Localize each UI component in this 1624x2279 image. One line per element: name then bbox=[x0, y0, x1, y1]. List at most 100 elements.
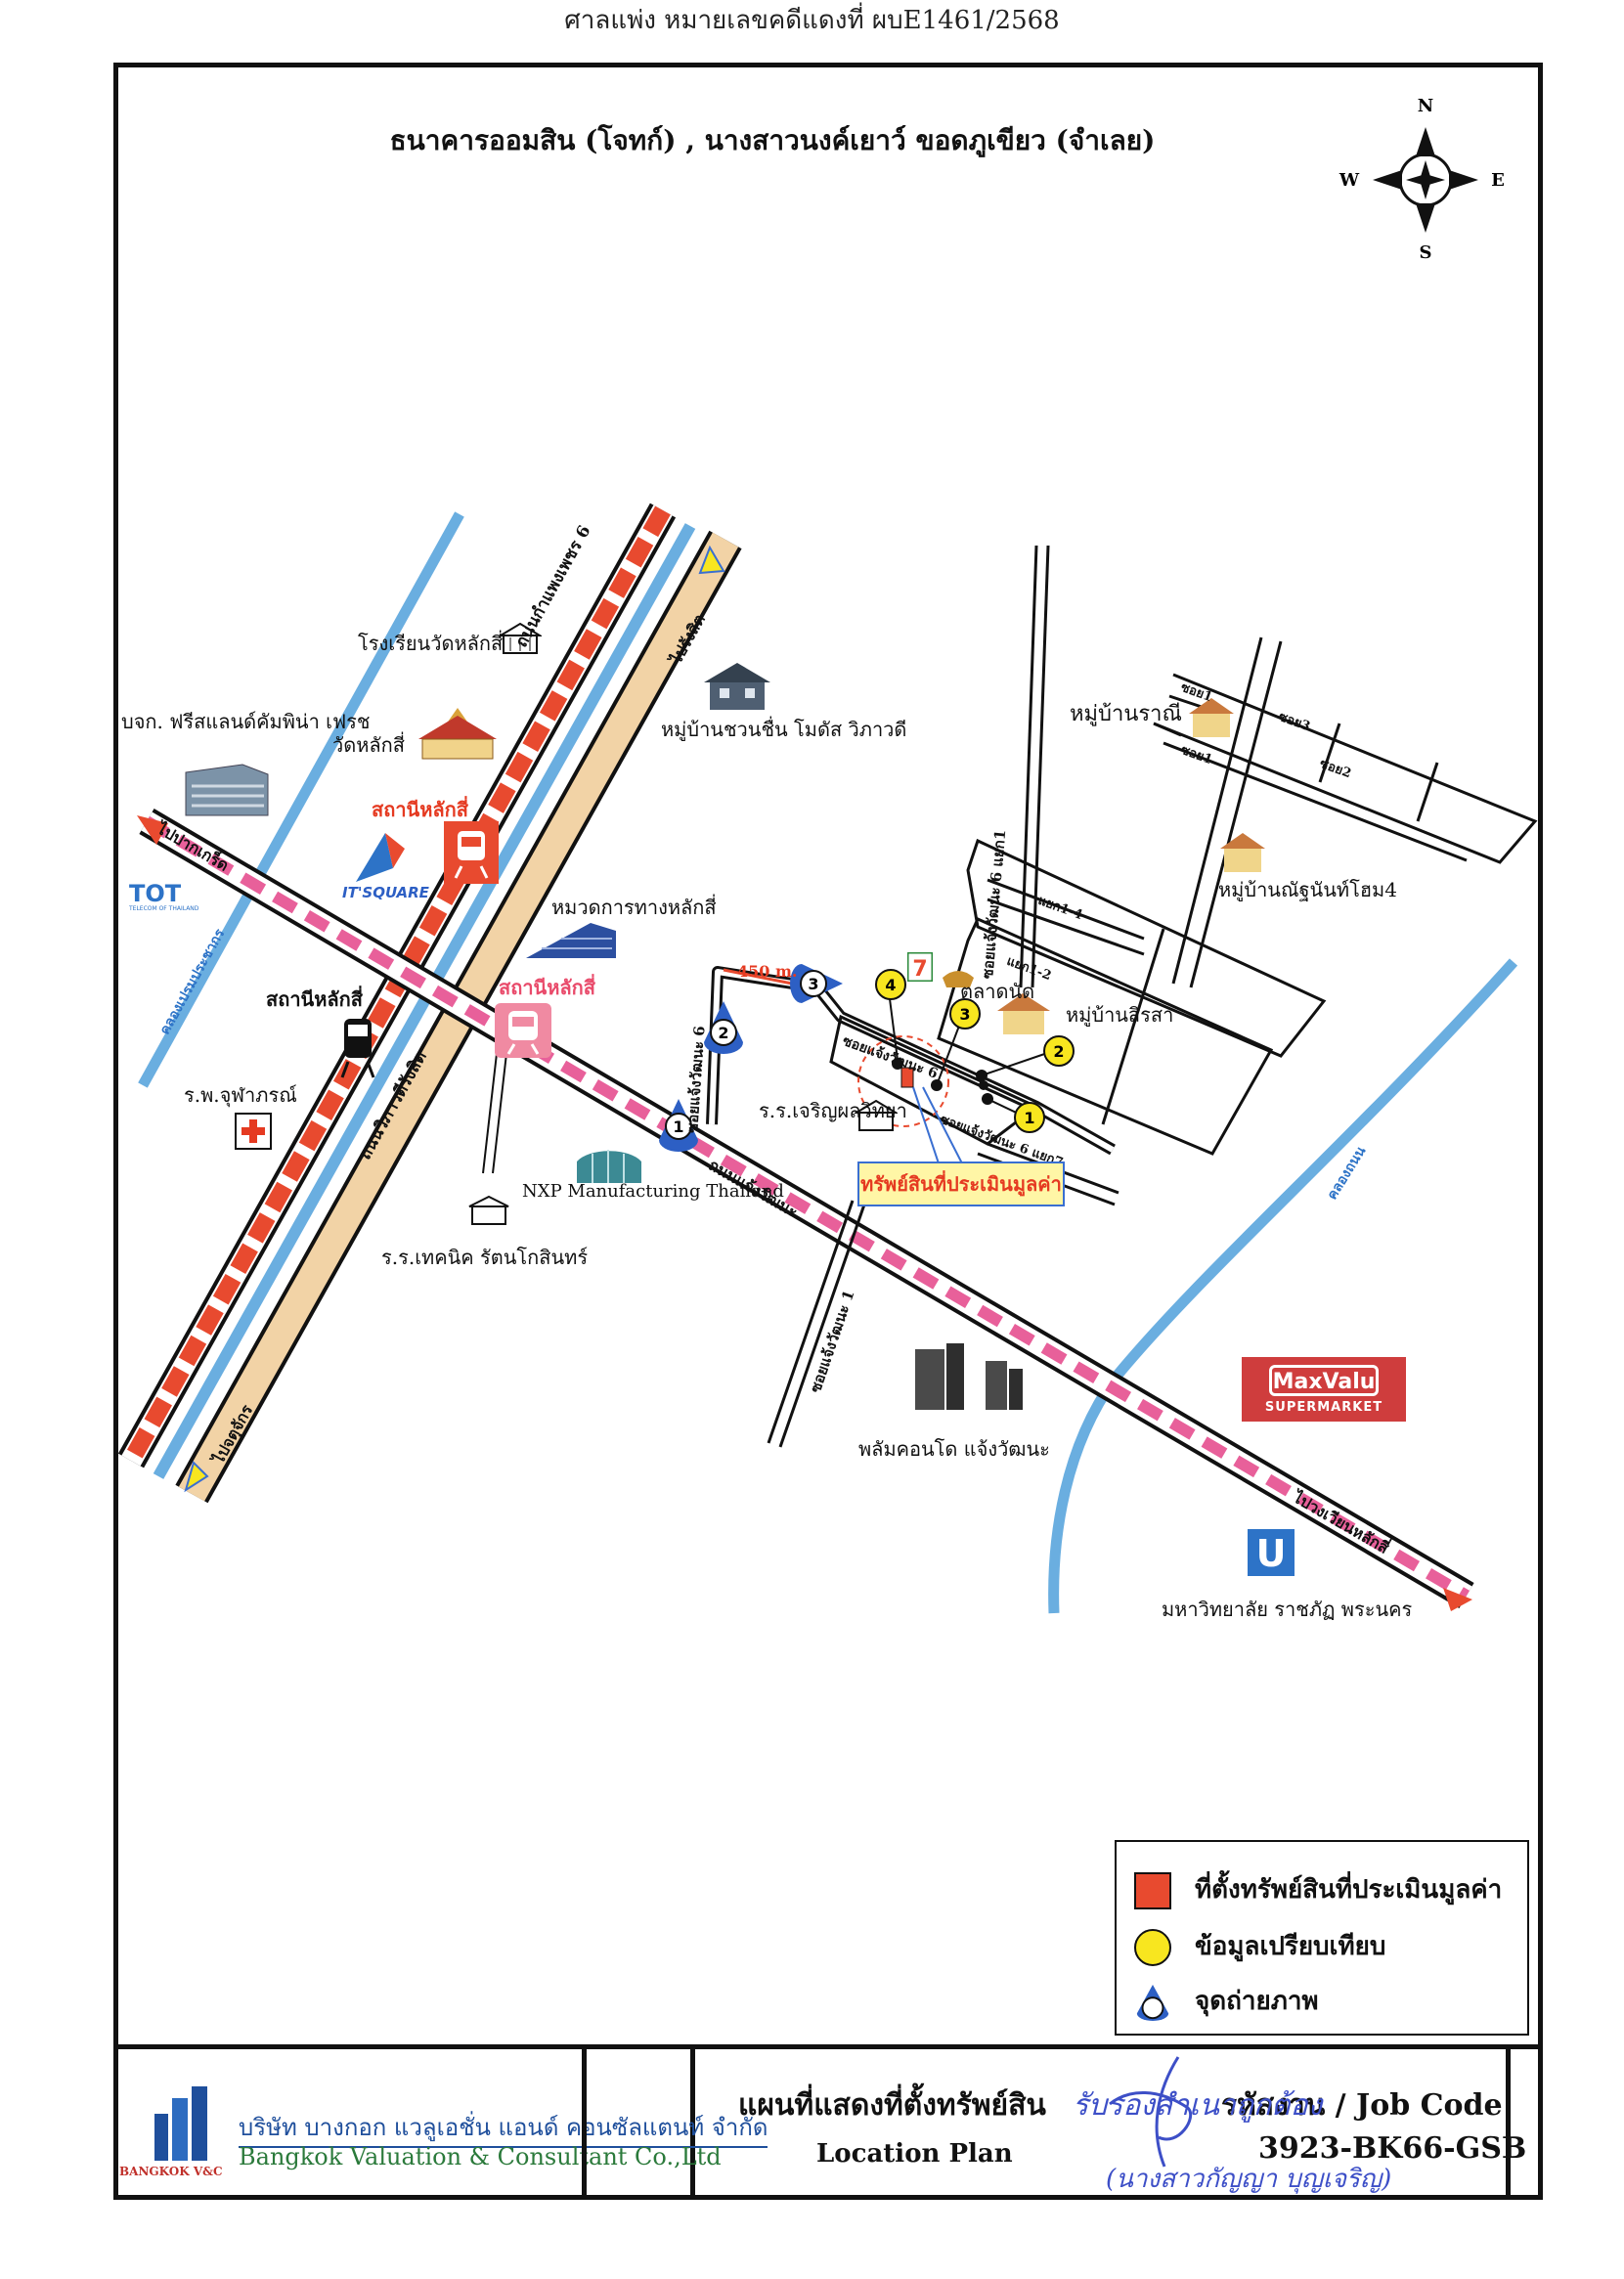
company-logo-text: BANGKOK V&C bbox=[119, 2165, 223, 2178]
label-school-wat-laksi: โรงเรียนวัดหลักสี่ bbox=[358, 632, 504, 655]
court-stamp: ศาลแพ่ง หมายเลขคดีแดงที่ ผบE1461/2568 bbox=[564, 6, 1060, 35]
label-tot: TOT bbox=[129, 880, 182, 907]
train-black-icon bbox=[340, 1019, 375, 1078]
label-wat-laksi: วัดหลักสี่ bbox=[332, 733, 405, 757]
train-station-pink-icon bbox=[495, 1003, 551, 1058]
company-name-th: บริษัท บางกอก แวลูเอชั่น แอนด์ คอนซัลแตน… bbox=[239, 2108, 768, 2148]
village-sirisa-icon bbox=[997, 993, 1050, 1034]
soi6-yaek1 bbox=[1019, 545, 1050, 988]
company-name-en: Bangkok Valuation & Consultant Co.,Ltd bbox=[239, 2143, 722, 2170]
svg-text:1: 1 bbox=[1024, 1109, 1034, 1127]
photo-point-3: 3 bbox=[790, 964, 843, 1003]
label-hospital: ร.พ.จุฬาภรณ์ bbox=[184, 1083, 297, 1107]
compass-icon bbox=[1373, 127, 1478, 233]
university-icon: U bbox=[1248, 1529, 1295, 1576]
village-house-icon bbox=[704, 663, 770, 710]
factory-building-icon bbox=[185, 764, 269, 816]
svg-text:1: 1 bbox=[673, 1118, 683, 1136]
label-village-nanthasom: หมู่บ้านณัฐนันท์โฮม4 bbox=[1218, 878, 1397, 901]
map-legend: ที่ตั้งทรัพย์สินที่ประเมินมูลค่า ข้อมูลเ… bbox=[1115, 1840, 1529, 2036]
footer-company: BANGKOK V&C บริษัท บางกอก แวลูเอชั่น แอน… bbox=[113, 2049, 768, 2200]
chaengwattana-road bbox=[139, 809, 1474, 1608]
compass-e: E bbox=[1491, 170, 1505, 191]
arrow-chatuchak-icon bbox=[184, 1461, 209, 1493]
photo-point-2: 2 bbox=[704, 1001, 743, 1054]
soi1 bbox=[767, 1200, 866, 1448]
train-station-red-icon bbox=[444, 821, 499, 884]
temple-icon bbox=[418, 708, 497, 760]
nxp-factory-icon bbox=[577, 1150, 641, 1183]
svg-text:U: U bbox=[1256, 1532, 1287, 1575]
arrow-laksi-icon bbox=[1443, 1588, 1472, 1611]
legend-photo: จุดถ่ายภาพ bbox=[1134, 1981, 1319, 2021]
footer-plan: แผนที่แสดงที่ตั้งทรัพย์สิน Location Plan… bbox=[695, 2049, 1543, 2200]
highway-dept-icon bbox=[526, 923, 616, 958]
legend-subject-icon bbox=[1134, 1872, 1171, 1909]
school-icon bbox=[499, 622, 542, 654]
legend-subject: ที่ตั้งทรัพย์สินที่ประเมินมูลค่า bbox=[1134, 1869, 1502, 1909]
label-station-pink: สถานีหลักสี่ bbox=[499, 976, 595, 999]
job-code: 3923-BK66-GSB bbox=[1258, 2131, 1527, 2166]
label-highway-dept: หมวดการทางหลักสี่ bbox=[551, 896, 717, 919]
compare-point-3: 3 bbox=[949, 998, 981, 1030]
label-village-chuanchuen: หมู่บ้านชวนชื่น โมดัส วิภาวดี bbox=[661, 718, 907, 741]
condo-buildings-icon bbox=[915, 1343, 1023, 1410]
arrow-rangsit-icon bbox=[698, 545, 725, 575]
svg-text:4: 4 bbox=[885, 976, 896, 994]
compare-point-2: 2 bbox=[1043, 1035, 1075, 1067]
village-nanthasom-icon bbox=[1220, 833, 1265, 872]
legend-compare-icon bbox=[1134, 1929, 1171, 1966]
subject-area bbox=[857, 1035, 949, 1127]
label-school-charoen: ร.ร.เจริญผลวิทยา bbox=[759, 1099, 907, 1122]
maxvalu-name: MaxValu bbox=[1269, 1365, 1379, 1396]
compass-n: N bbox=[1418, 96, 1433, 116]
svg-text:2: 2 bbox=[1053, 1042, 1064, 1061]
compass-w: W bbox=[1339, 170, 1360, 191]
subject-marker bbox=[900, 1067, 914, 1088]
seven-eleven-icon: 7 bbox=[907, 952, 933, 982]
label-condo: พลัมคอนโด แจ้งวัฒนะ bbox=[858, 1437, 1050, 1461]
job-code-label: รหัสงาน / Job Code bbox=[1221, 2088, 1503, 2123]
signature-certify: รับรองสำเนาถูกต้อง bbox=[1073, 2088, 1323, 2123]
legend-photo-icon bbox=[1136, 1984, 1169, 2021]
label-village-sirisa: หมู่บ้านสิรสา bbox=[1066, 1003, 1174, 1027]
label-nxp: NXP Manufacturing Thailand bbox=[522, 1181, 784, 1202]
label-station-red: สถานีหลักสี่ bbox=[372, 798, 468, 821]
village-rani-icon bbox=[1189, 698, 1234, 737]
label-village-rani: หมู่บ้านราณี bbox=[1070, 702, 1182, 726]
plan-title-en: Location Plan bbox=[816, 2139, 1013, 2169]
footer-divider-2 bbox=[1506, 2044, 1511, 2200]
arrow-pakkret-icon bbox=[137, 815, 168, 845]
label-market: ตลาดนัด bbox=[960, 980, 1035, 1003]
signature-scribble-icon bbox=[1109, 2056, 1193, 2168]
it-square-logo-icon bbox=[356, 833, 405, 882]
plan-title-th: แผนที่แสดงที่ตั้งทรัพย์สิน bbox=[738, 2088, 1046, 2123]
maxvalu-sub: SUPERMARKET bbox=[1264, 1400, 1383, 1415]
village-roads bbox=[937, 636, 1538, 1156]
photo-point-1: 1 bbox=[659, 1099, 698, 1152]
svg-text:2: 2 bbox=[718, 1024, 728, 1042]
label-tech-school: ร.ร.เทคนิค รัตนโกสินทร์ bbox=[381, 1246, 589, 1269]
canal-right bbox=[1048, 958, 1518, 1614]
label-tot-sub: TELECOM OF THAILAND bbox=[129, 905, 199, 912]
compare-point-4: 4 bbox=[875, 969, 906, 1000]
footer: BANGKOK V&C บริษัท บางกอก แวลูเอชั่น แอน… bbox=[113, 2044, 1543, 2200]
signature-name: (นางสาวกัญญา บุญเจริญ) bbox=[1106, 2165, 1392, 2194]
compass-s: S bbox=[1420, 242, 1432, 263]
canal-prem bbox=[138, 511, 464, 1088]
footer-divider-1 bbox=[582, 2044, 587, 2200]
label-university: มหาวิทยาลัย ราชภัฏ พระนคร bbox=[1162, 1598, 1413, 1621]
hospital-icon bbox=[235, 1113, 272, 1150]
legend-compare: ข้อมูลเปรียบเทียบ bbox=[1134, 1926, 1385, 1966]
label-distance: 450 m. bbox=[737, 962, 798, 981]
school-charoen-icon bbox=[855, 1099, 898, 1131]
market-icon bbox=[943, 971, 974, 987]
svg-text:3: 3 bbox=[808, 975, 818, 993]
label-station-black: สถานีหลักสี่ bbox=[266, 987, 363, 1011]
compare-point-1: 1 bbox=[1014, 1102, 1045, 1133]
company-logo-icon bbox=[154, 2086, 207, 2161]
tech-school-icon bbox=[468, 1195, 509, 1225]
map-frame bbox=[113, 63, 1543, 2200]
property-callout: ทรัพย์สินที่ประเมินมูลค่า bbox=[857, 1161, 1065, 1206]
